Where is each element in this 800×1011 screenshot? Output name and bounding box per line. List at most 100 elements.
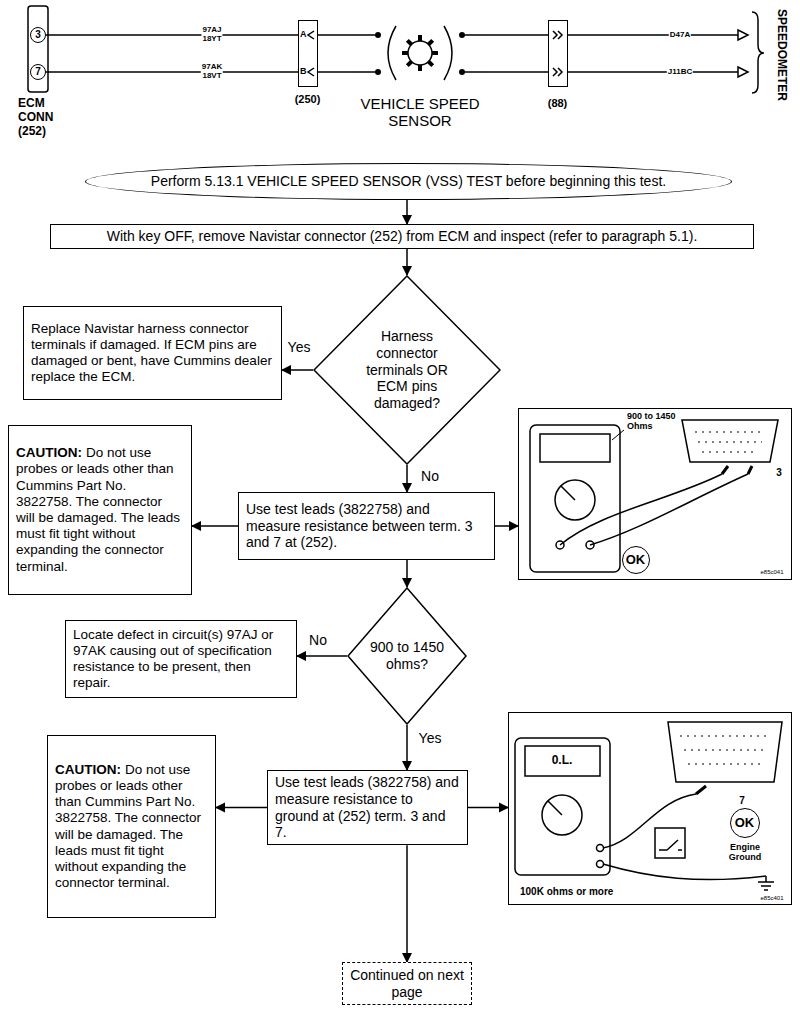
text-block: Continued on next page xyxy=(350,967,464,1001)
wire xyxy=(318,71,350,73)
terminal-dot xyxy=(459,69,465,75)
edge-label: 97AK 18VT xyxy=(201,63,223,81)
text-block: OK xyxy=(626,553,646,566)
process-box: With key OFF, remove Navistar connector … xyxy=(50,224,754,249)
process-box: Replace Navistar harness connector termi… xyxy=(23,306,282,400)
figure-code: e85c041 xyxy=(759,569,784,576)
ok-circle: OK xyxy=(622,546,650,574)
switch-symbol xyxy=(655,828,685,858)
wire xyxy=(490,71,548,73)
wire-label: J11BC xyxy=(667,68,693,77)
flow-arrow xyxy=(406,725,408,770)
text-block: Locate defect in circuit(s) 97AJ or 97AK… xyxy=(73,627,289,692)
node-text: With key OFF, remove Navistar connector … xyxy=(107,228,698,244)
node-text: VEHICLE SPEED SENSOR xyxy=(350,95,490,130)
decision-diamond: 900 to 1450 ohms? xyxy=(347,587,467,725)
terminal-dot xyxy=(459,32,465,38)
flow-arrow xyxy=(406,560,408,587)
connector-pins xyxy=(680,736,770,764)
node-text: Harness connector terminals OR ECM pins … xyxy=(366,328,448,411)
figure-code: e85c401 xyxy=(759,895,784,902)
pin-circle: 7 xyxy=(30,64,46,80)
node-text: B xyxy=(300,66,310,76)
wire-end xyxy=(738,30,748,77)
flow-arrow xyxy=(216,807,267,809)
flow-arrow xyxy=(297,655,347,657)
meter-display xyxy=(540,434,610,462)
meter-dial xyxy=(555,480,595,520)
wire-label: D47A xyxy=(669,31,691,40)
node-text: Replace Navistar harness connector termi… xyxy=(31,321,272,385)
vehicle-speed-sensor: VEHICLE SPEED SENSOR xyxy=(350,10,490,135)
node-text: Perform 5.13.1 VEHICLE SPEED SENSOR (VSS… xyxy=(151,173,666,189)
switch-symbol xyxy=(659,840,682,850)
test-lead xyxy=(603,794,766,880)
sensor-teeth xyxy=(402,35,438,71)
diamond-outline xyxy=(314,276,500,464)
meter-illustration: 100K ohms or moreOK xyxy=(508,712,792,905)
node-text: 900 to 1450 Ohms xyxy=(627,411,689,432)
continuation-box: Continued on next page xyxy=(342,962,472,1005)
wire xyxy=(318,34,350,36)
terminal-dot xyxy=(375,69,381,75)
wire xyxy=(46,71,298,73)
node-text: Use test leads (3822758) and measure res… xyxy=(246,501,472,551)
flow-arrow xyxy=(495,525,518,527)
pin-circle: 3 xyxy=(30,27,46,43)
wire xyxy=(568,35,738,72)
caution-heading: CAUTION: xyxy=(16,445,82,460)
caution-box: CAUTION:Do not use probes or leads other… xyxy=(47,735,216,918)
node-text: (88) xyxy=(536,97,580,110)
meter-pointer xyxy=(561,486,575,500)
sensor-wheel xyxy=(408,41,432,65)
decision-diamond: Harness connector terminals OR ECM pins … xyxy=(313,275,501,465)
multimeter xyxy=(530,425,620,572)
ground-symbol xyxy=(758,876,774,890)
meter-pointer xyxy=(548,801,562,815)
process-box: Locate defect in circuit(s) 97AJ or 97AK… xyxy=(65,620,297,698)
flow-arrow xyxy=(468,807,508,809)
edge-label: No xyxy=(308,633,328,648)
ok-circle: OK xyxy=(730,808,760,838)
wire xyxy=(490,34,548,36)
text-block: Use test leads (3822758) and measure res… xyxy=(275,774,460,841)
meter-display xyxy=(525,746,600,776)
terminal-number: 7 xyxy=(738,795,746,806)
flow-arrow xyxy=(406,249,408,275)
sensor-housing xyxy=(388,26,452,80)
text-block: Perform 5.13.1 VEHICLE SPEED SENSOR (VSS… xyxy=(110,173,707,190)
probe xyxy=(696,786,706,794)
flow-arrow xyxy=(406,200,408,224)
sensor-lead xyxy=(350,35,490,72)
text-block: 3 xyxy=(35,30,41,40)
edge-label: Yes xyxy=(287,340,312,355)
meter-reading: 0.L. xyxy=(551,754,574,767)
node-text: Do not use probes or leads other than Cu… xyxy=(55,762,201,890)
meter-dial xyxy=(542,795,582,835)
test-lead xyxy=(560,474,748,545)
terminal-dot xyxy=(375,32,381,38)
text-block: CAUTION:Do not use probes or leads other… xyxy=(16,445,184,575)
node-text: 7 xyxy=(35,66,41,77)
process-box: Use test leads (3822758) and measure res… xyxy=(267,770,468,845)
ecm-connector-body xyxy=(28,6,48,92)
text-block: With key OFF, remove Navistar connector … xyxy=(58,228,746,245)
node-text: Locate defect in circuit(s) 97AJ or 97AK… xyxy=(73,627,273,691)
node-text: Use test leads (3822758) and measure res… xyxy=(275,774,459,840)
bracket xyxy=(752,12,764,93)
caution-box: CAUTION:Do not use probes or leads other… xyxy=(8,425,192,595)
meter-jack xyxy=(597,845,604,852)
pin-mark xyxy=(553,31,562,76)
meter-jack xyxy=(597,861,604,868)
connector-252 xyxy=(682,420,778,462)
terminal-number: 3 xyxy=(775,467,783,478)
node-text: A xyxy=(300,29,310,39)
node-text: 3 xyxy=(35,29,41,40)
node-text: 900 to 1450 ohms? xyxy=(370,639,444,672)
node-text: OK xyxy=(626,552,646,567)
text-block: 900 to 1450 ohms? xyxy=(365,639,449,673)
text-block: Harness connector terminals OR ECM pins … xyxy=(357,328,457,412)
node-text: OK xyxy=(735,815,755,830)
text-block: 7 xyxy=(35,67,41,77)
